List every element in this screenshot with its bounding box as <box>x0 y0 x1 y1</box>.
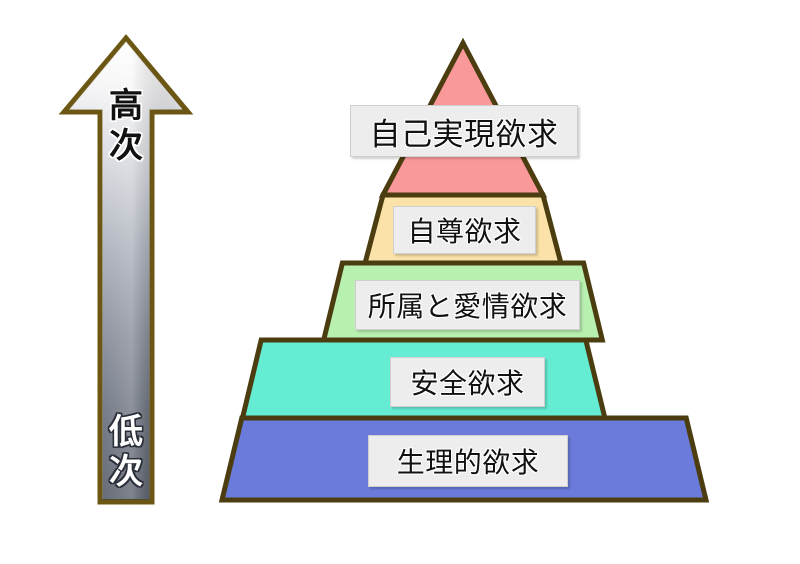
arrow-label-higher-order: 高 次 <box>103 86 149 166</box>
tier-label-text-esteem: 自尊欲求 <box>407 215 522 248</box>
tier-label-box-physiological[interactable]: 生理的欲求 <box>368 435 568 487</box>
arrow-label-higher-char-1: 高 <box>109 86 143 126</box>
arrow-label-higher-char-2: 次 <box>109 126 143 166</box>
arrow-label-lower-order: 低 次 <box>103 412 149 492</box>
tier-label-box-self-actualization[interactable]: 自己実現欲求 <box>350 105 578 157</box>
tier-label-box-safety[interactable]: 安全欲求 <box>390 357 545 407</box>
arrow-label-lower-char-1: 低 <box>109 412 143 452</box>
arrow-label-lower-char-2: 次 <box>109 452 143 492</box>
tier-label-box-esteem[interactable]: 自尊欲求 <box>393 206 536 254</box>
tier-label-text-self-actualization: 自己実現欲求 <box>369 116 559 153</box>
level-arrow <box>58 34 194 505</box>
tier-label-box-belonging[interactable]: 所属と愛情欲求 <box>355 280 580 330</box>
arrow-shine-overlay <box>68 41 184 499</box>
tier-label-text-belonging: 所属と愛情欲求 <box>367 290 568 323</box>
tier-label-text-physiological: 生理的欲求 <box>396 446 540 479</box>
tier-label-text-safety: 安全欲求 <box>410 367 525 400</box>
